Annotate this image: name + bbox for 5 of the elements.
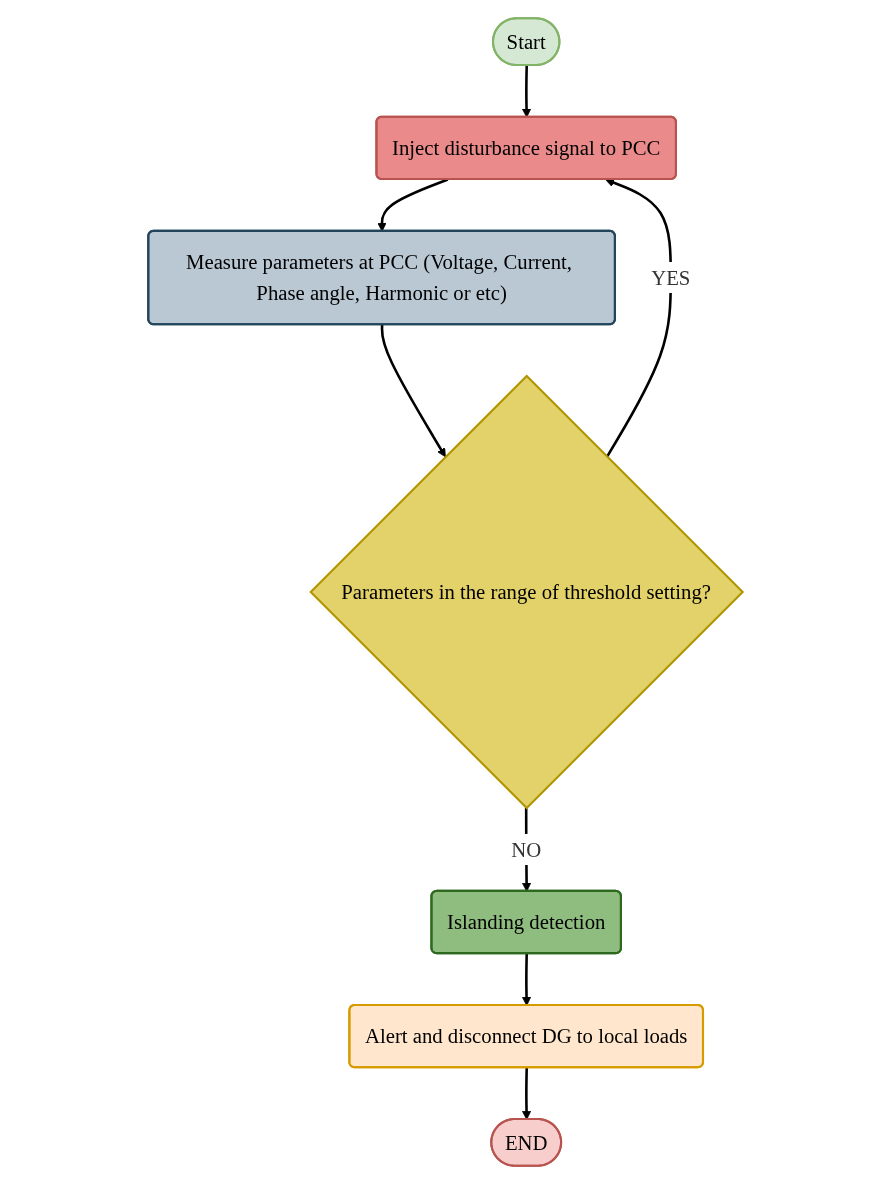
arrow <box>380 324 446 458</box>
edge-label: NO <box>511 838 542 861</box>
node-diamond: Parameters in the range of threshold setting? <box>309 374 745 810</box>
edge-label: YES <box>651 266 691 289</box>
arrow <box>522 1067 532 1120</box>
